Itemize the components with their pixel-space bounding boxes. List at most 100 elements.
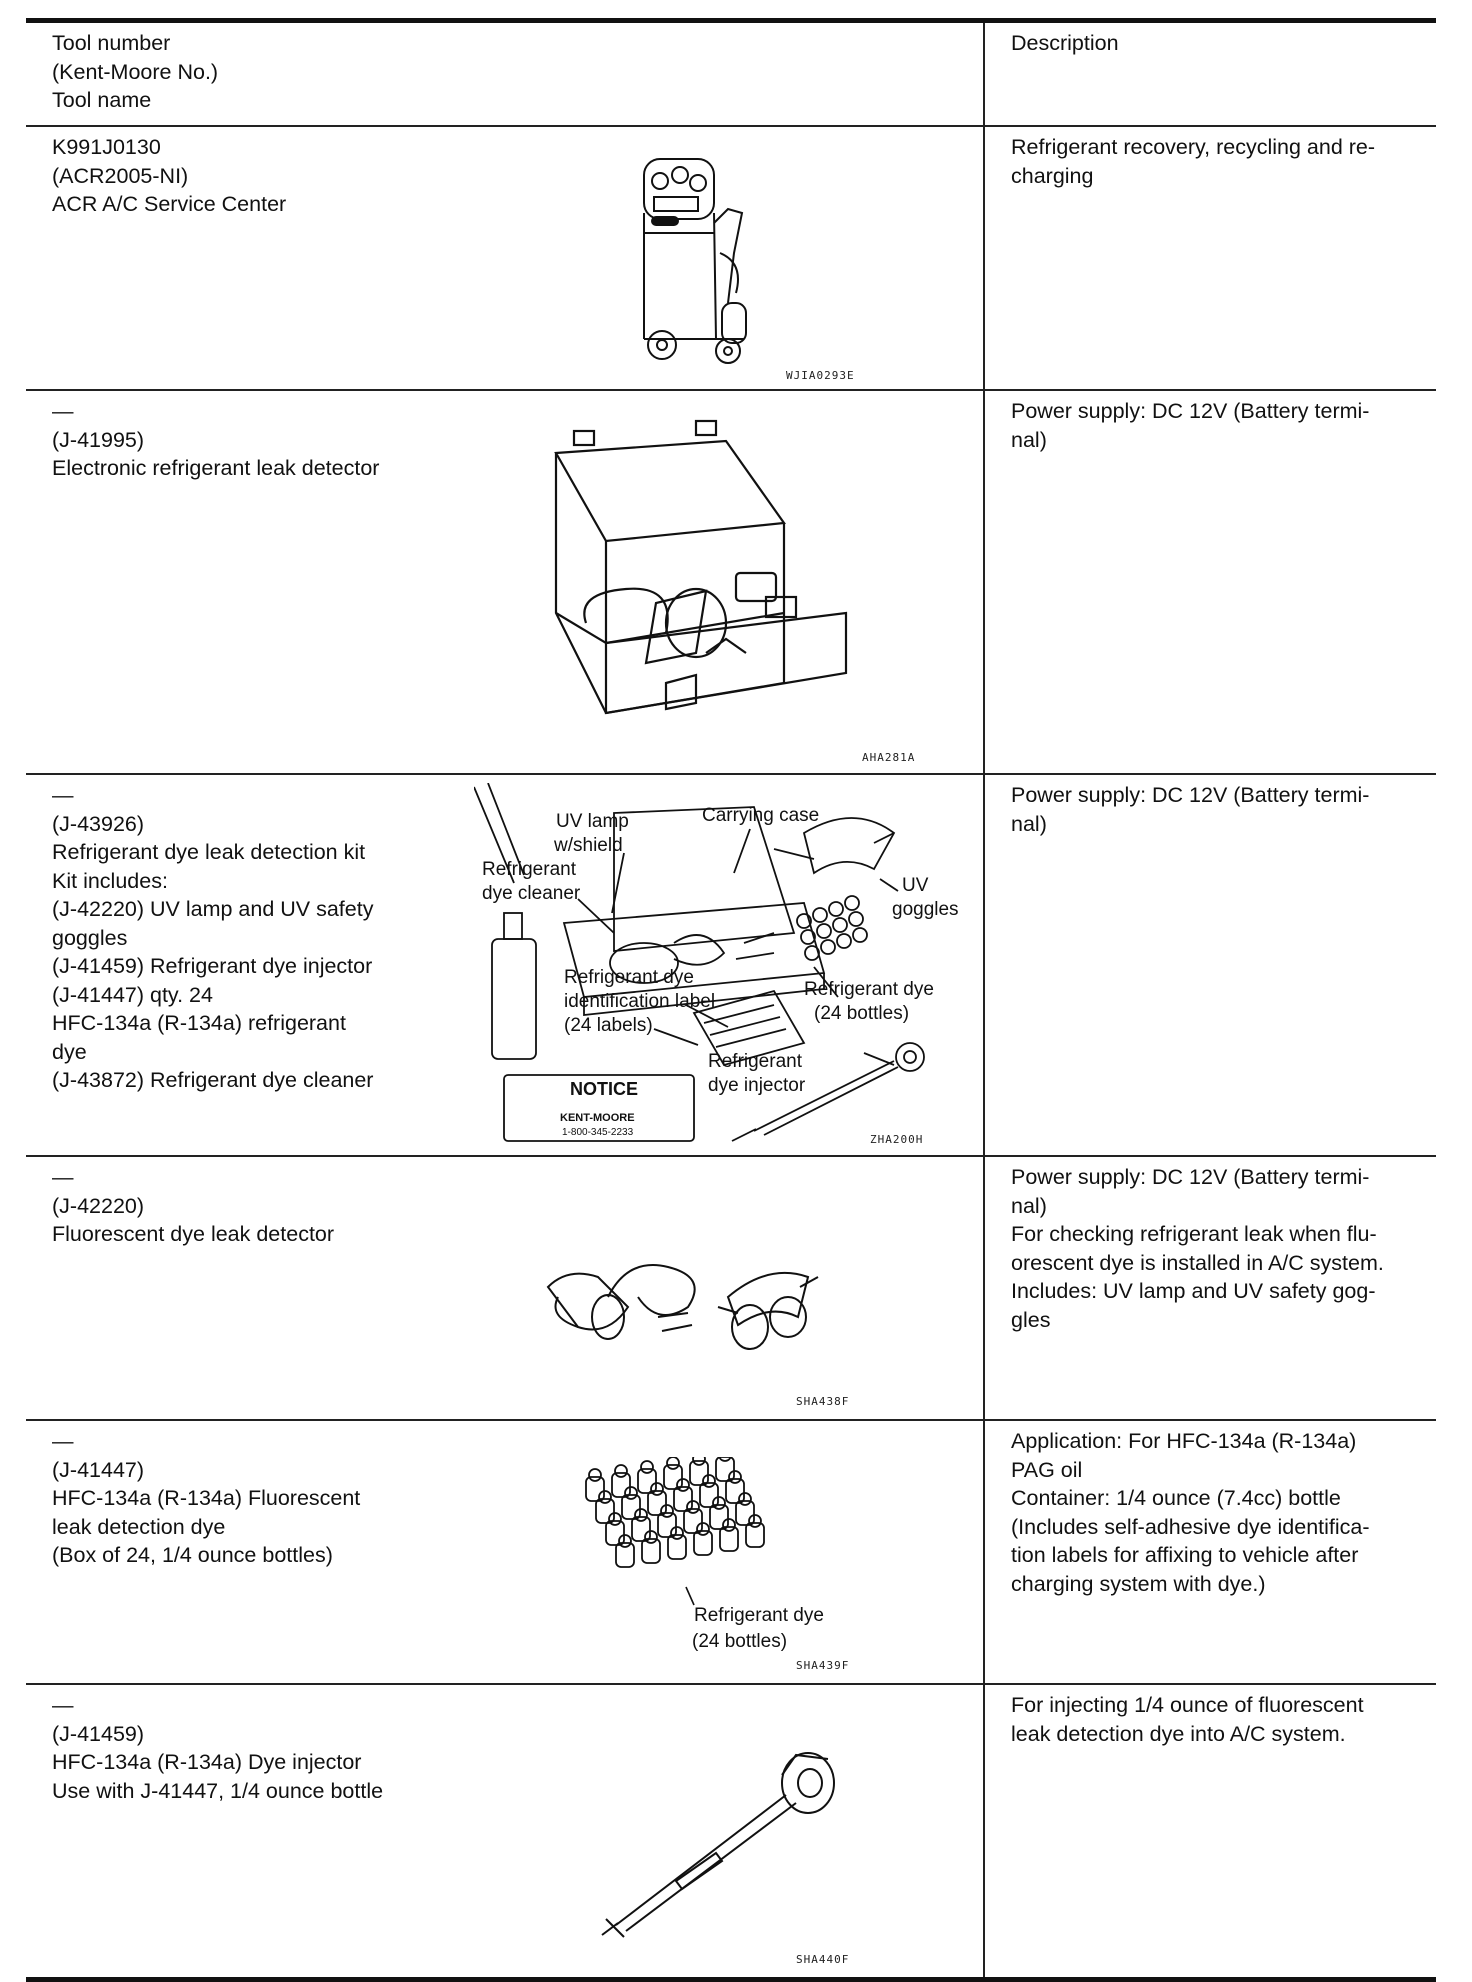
description-line: orescent dye is installed in A/C system. — [1011, 1250, 1384, 1275]
tool-number: — — [52, 1693, 74, 1717]
header-description-cell: Description — [984, 20, 1436, 127]
kent-moore-number: (J-41995) — [52, 427, 145, 452]
figure-code: ZHA200H — [870, 1133, 924, 1146]
dye-bottle-cap — [666, 1457, 680, 1470]
label-id-label: Refrigerant dye — [564, 967, 694, 988]
special-tools-sheet: Tool number (Kent-Moore No.) Tool name D… — [26, 18, 1436, 1982]
dye-bottle — [611, 1472, 631, 1498]
dye-bottle-cap — [696, 1522, 710, 1536]
tool-name: HFC-134a (R-134a) Dye injector — [52, 1750, 362, 1774]
dye-bottle-cap — [598, 1490, 612, 1504]
dye-bottle — [725, 1478, 745, 1504]
tool-cell: — (J-42220) Fluorescent dye leak detecto… — [26, 1156, 985, 1421]
kit-item: goggles — [52, 925, 128, 950]
description-line: Container: 1/4 ounce (7.4cc) bottle — [1011, 1486, 1341, 1510]
dye-bottle — [673, 1486, 693, 1512]
description-line: nal) — [1011, 1193, 1047, 1218]
dye-bottle — [621, 1494, 641, 1520]
table-row: — (J-41995) Electronic refrigerant leak … — [26, 390, 1436, 775]
label-dye-injector-2: dye injector — [708, 1075, 806, 1096]
description-cell: Power supply: DC 12V (Battery termi- nal… — [984, 1156, 1436, 1421]
figure-code: SHA439F — [796, 1659, 850, 1672]
dye-bottle-cap — [588, 1468, 602, 1482]
dye-bottle-cap — [614, 1464, 628, 1478]
description-cell: Application: For HFC-134a (R-134a) PAG o… — [984, 1420, 1436, 1685]
description-cell: Power supply: DC 12V (Battery termi- nal… — [984, 390, 1436, 775]
tool-number: — — [52, 1165, 74, 1189]
tool-cell: — (J-41447) HFC-134a (R-134a) Fluorescen… — [26, 1420, 985, 1685]
tool-number: K991J0130 — [52, 135, 161, 159]
description-line: leak detection dye into A/C system. — [1011, 1721, 1346, 1746]
label-id-label-2: identification label — [564, 991, 715, 1012]
tools-table: Tool number (Kent-Moore No.) Tool name D… — [26, 18, 1436, 1982]
kit-includes-label: Kit includes: — [52, 868, 168, 893]
header-tool-name: Tool name — [52, 88, 152, 112]
table-row: — (J-41447) HFC-134a (R-134a) Fluorescen… — [26, 1420, 1436, 1685]
description-line: nal) — [1011, 811, 1047, 836]
table-row: — (J-41459) HFC-134a (R-134a) Dye inject… — [26, 1684, 1436, 1982]
tool-name: leak detection dye — [52, 1514, 226, 1539]
dye-bottle-cap — [686, 1500, 700, 1514]
description-line: (Includes self-adhesive dye identifica- — [1011, 1514, 1370, 1539]
notice-phone: 1-800-345-2233 — [562, 1127, 634, 1138]
dye-bottle — [719, 1526, 739, 1552]
dye-bottle — [595, 1498, 615, 1524]
dye-bottle-cap — [624, 1486, 638, 1500]
dye-bottle — [657, 1512, 677, 1538]
dye-bottles-illustration: Refrigerant dye (24 bottles) — [585, 1457, 824, 1652]
tool-name: HFC-134a (R-134a) Fluorescent — [52, 1486, 361, 1510]
dye-bottle-cap — [660, 1504, 674, 1518]
description-line: Power supply: DC 12V (Battery termi- — [1011, 1165, 1370, 1189]
table-header-row: Tool number (Kent-Moore No.) Tool name D… — [26, 20, 1436, 127]
description-line: charging system with dye.) — [1011, 1571, 1266, 1596]
kent-moore-number: (ACR2005-NI) — [52, 163, 189, 188]
tool-name: (Box of 24, 1/4 ounce bottles) — [52, 1543, 333, 1567]
dye-bottle — [683, 1508, 703, 1534]
header-tool-cell: Tool number (Kent-Moore No.) Tool name — [26, 20, 985, 127]
description-cell: Power supply: DC 12V (Battery termi- nal… — [984, 774, 1436, 1157]
dye-bottle-cap — [650, 1482, 664, 1496]
dye-bottle-cap — [676, 1478, 690, 1492]
figure-code: SHA438F — [796, 1395, 850, 1408]
kit-item: (J-41447) qty. 24 — [52, 982, 213, 1007]
uv-lamp-and-goggles-illustration — [546, 1264, 819, 1350]
dye-bottle — [745, 1522, 765, 1548]
dye-bottle-cap — [748, 1514, 762, 1528]
dye-bottle-cap — [718, 1457, 732, 1462]
tool-cell: K991J0130 (ACR2005-NI) ACR A/C Service C… — [26, 126, 985, 391]
tool-cell: — (J-41459) HFC-134a (R-134a) Dye inject… — [26, 1684, 985, 1982]
label-refrigerant-dye: Refrigerant dye — [694, 1605, 824, 1626]
dye-bottle — [709, 1504, 729, 1530]
kit-item: HFC-134a (R-134a) refrigerant — [52, 1011, 346, 1035]
dye-bottle-cap — [702, 1474, 716, 1488]
description-line: gles — [1011, 1307, 1051, 1332]
label-dye-cleaner-2: dye cleaner — [482, 883, 581, 904]
description-line: For injecting 1/4 ounce of fluorescent — [1011, 1693, 1364, 1717]
description-line: Includes: UV lamp and UV safety gog- — [1011, 1279, 1376, 1303]
dye-bottle — [615, 1542, 635, 1568]
label-uv-lamp-shield: w/shield — [553, 835, 623, 856]
label-dye-cleaner: Refrigerant — [482, 859, 577, 880]
dye-bottle — [699, 1482, 719, 1508]
dye-bottle-cap — [728, 1470, 742, 1484]
description-line: charging — [1011, 163, 1094, 188]
tool-name: Fluorescent dye leak detector — [52, 1222, 335, 1246]
kit-item: (J-43872) Refrigerant dye cleaner — [52, 1068, 374, 1092]
tool-cell: — (J-43926) Refrigerant dye leak detecti… — [26, 774, 985, 1157]
notice-title: NOTICE — [570, 1079, 638, 1099]
figure-code: WJIA0293E — [786, 369, 855, 382]
description-line: Refrigerant recovery, recycling and re- — [1011, 135, 1376, 159]
header-description: Description — [1011, 31, 1119, 55]
kent-moore-number: (J-41447) — [52, 1457, 145, 1482]
tool-cell: — (J-41995) Electronic refrigerant leak … — [26, 390, 985, 775]
description-cell: Refrigerant recovery, recycling and re- … — [984, 126, 1436, 391]
figure-code: AHA281A — [862, 751, 916, 764]
dye-bottle — [585, 1476, 605, 1502]
tool-number: — — [52, 783, 74, 807]
header-tool-number: Tool number — [52, 31, 171, 55]
tool-number: — — [52, 399, 74, 423]
dye-bottle-cap — [738, 1492, 752, 1506]
label-refrigerant-dye-2: (24 bottles) — [814, 1003, 909, 1024]
dye-bottle — [637, 1468, 657, 1494]
tool-number: — — [52, 1429, 74, 1453]
